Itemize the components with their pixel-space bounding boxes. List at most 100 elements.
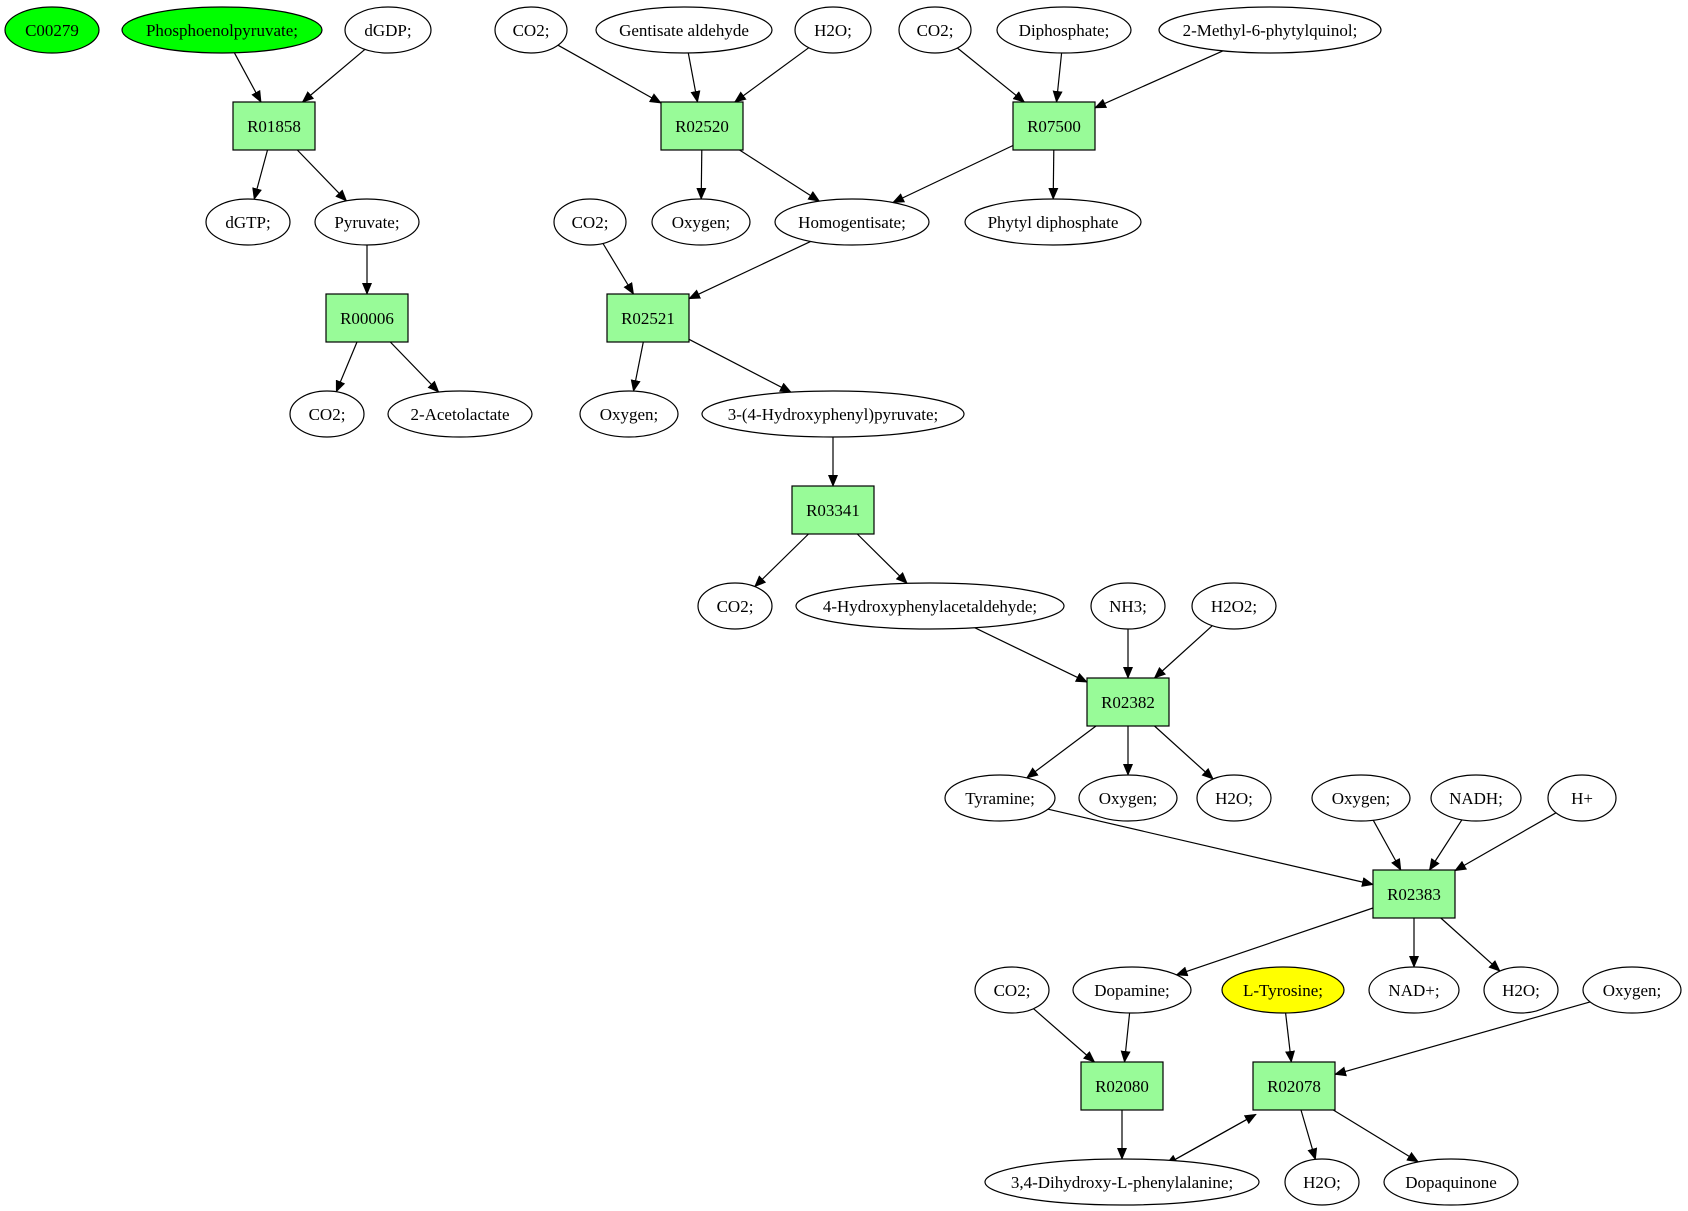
- compound-node-oxygen_c[interactable]: Oxygen;: [1078, 774, 1178, 822]
- node-label: H2O;: [1502, 981, 1540, 1000]
- compound-node-homogentisate[interactable]: Homogentisate;: [774, 198, 930, 246]
- compound-node-tyramine[interactable]: Tyramine;: [944, 774, 1056, 822]
- node-label: H2O;: [1215, 789, 1253, 808]
- compound-node-oxygen_d[interactable]: Oxygen;: [1311, 774, 1411, 822]
- edge-ltyrosine-to-r02078: [1285, 1012, 1295, 1063]
- node-label: CO2;: [309, 405, 346, 424]
- compound-ellipse: [1090, 582, 1166, 630]
- compound-node-acetolactate[interactable]: 2-Acetolactate: [387, 390, 533, 438]
- compound-node-co2_e[interactable]: CO2;: [697, 582, 773, 630]
- reaction-node-r00006[interactable]: R00006: [325, 293, 409, 343]
- node-label: 2-Acetolactate: [410, 405, 509, 424]
- reaction-node-r02382[interactable]: R02382: [1086, 677, 1170, 727]
- compound-ellipse: [1483, 966, 1559, 1014]
- compound-node-h2o_d[interactable]: H2O;: [1284, 1158, 1360, 1206]
- compound-node-co2_f[interactable]: CO2;: [974, 966, 1050, 1014]
- compound-ellipse: [4, 6, 100, 54]
- compound-ellipse: [651, 198, 751, 246]
- compound-ellipse: [898, 6, 972, 54]
- compound-node-dopamine[interactable]: Dopamine;: [1072, 966, 1192, 1014]
- node-label: CO2;: [717, 597, 754, 616]
- reaction-node-r02521[interactable]: R02521: [606, 293, 690, 343]
- node-label: R02080: [1095, 1077, 1149, 1096]
- edge-nadh-to-r02383: [1428, 819, 1463, 871]
- edge-r02382-to-h2o_b: [1154, 725, 1214, 780]
- edge-r00006-to-co2_d: [335, 341, 358, 393]
- compound-node-ltyrosine[interactable]: L-Tyrosine;: [1221, 966, 1345, 1014]
- compound-node-h2o_c[interactable]: H2O;: [1483, 966, 1559, 1014]
- compound-node-co2_b[interactable]: CO2;: [898, 6, 972, 54]
- reaction-node-r02080[interactable]: R02080: [1080, 1061, 1164, 1111]
- compound-node-oxygen_e[interactable]: Oxygen;: [1582, 966, 1682, 1014]
- edge-dopamine-to-r02080: [1120, 1012, 1131, 1063]
- compound-node-hpp[interactable]: 3-(4-Hydroxyphenyl)pyruvate;: [701, 390, 965, 438]
- node-label: R00006: [340, 309, 394, 328]
- compound-node-dgtp[interactable]: dGTP;: [205, 198, 291, 246]
- edge-pep-to-r01858: [233, 52, 262, 103]
- compound-node-h2o2[interactable]: H2O2;: [1191, 582, 1277, 630]
- compound-node-dopaquinone[interactable]: Dopaquinone: [1383, 1158, 1519, 1206]
- edges-layer: [233, 44, 1591, 1166]
- node-label: R02078: [1267, 1077, 1321, 1096]
- compound-node-pep[interactable]: Phosphoenolpyruvate;: [121, 6, 323, 54]
- compound-node-dopa[interactable]: 3,4-Dihydroxy-L-phenylalanine;: [984, 1158, 1260, 1206]
- node-label: Dopaquinone: [1405, 1173, 1497, 1192]
- compound-node-co2_d[interactable]: CO2;: [289, 390, 365, 438]
- compound-node-h2o_b[interactable]: H2O;: [1196, 774, 1272, 822]
- compound-node-dgdp[interactable]: dGDP;: [344, 6, 432, 54]
- compound-node-oxygen_b[interactable]: Oxygen;: [579, 390, 679, 438]
- reaction-box: [1080, 1061, 1164, 1111]
- node-label: CO2;: [572, 213, 609, 232]
- reaction-box: [606, 293, 690, 343]
- compound-node-hplus[interactable]: H+: [1547, 774, 1617, 822]
- compound-node-mpq[interactable]: 2-Methyl-6-phytylquinol;: [1158, 6, 1382, 54]
- edge-homogentisate-to-r02521: [688, 240, 811, 300]
- node-label: dGTP;: [225, 213, 270, 232]
- edge-co2_c-to-r02521: [602, 243, 635, 295]
- compound-ellipse: [1383, 1158, 1519, 1206]
- compound-node-pyruvate[interactable]: Pyruvate;: [314, 198, 420, 246]
- node-label: Oxygen;: [1603, 981, 1662, 1000]
- compound-ellipse: [387, 390, 533, 438]
- reaction-node-r02383[interactable]: R02383: [1372, 869, 1456, 919]
- compound-node-c00279[interactable]: C00279: [4, 6, 100, 54]
- edge-gentisate-to-r02520: [687, 52, 701, 103]
- compound-node-hpaa[interactable]: 4-Hydroxyphenylacetaldehyde;: [795, 582, 1065, 630]
- compound-ellipse: [121, 6, 323, 54]
- compound-ellipse: [1430, 774, 1522, 822]
- edge-r02521-to-oxygen_b: [630, 341, 644, 393]
- compound-node-gentisate[interactable]: Gentisate aldehyde: [595, 6, 773, 54]
- edge-co2_b-to-r07500: [957, 47, 1026, 103]
- reaction-node-r03341[interactable]: R03341: [791, 485, 875, 535]
- compound-node-nh3[interactable]: NH3;: [1090, 582, 1166, 630]
- compound-node-nadh[interactable]: NADH;: [1430, 774, 1522, 822]
- node-label: Tyramine;: [965, 789, 1035, 808]
- compound-ellipse: [1078, 774, 1178, 822]
- reaction-node-r01858[interactable]: R01858: [232, 101, 316, 151]
- reaction-node-r02520[interactable]: R02520: [660, 101, 744, 151]
- compound-ellipse: [1311, 774, 1411, 822]
- reaction-node-r07500[interactable]: R07500: [1012, 101, 1096, 151]
- compound-node-phytyl[interactable]: Phytyl diphosphate: [964, 198, 1142, 246]
- node-label: NH3;: [1109, 597, 1147, 616]
- edge-hplus-to-r02383: [1454, 812, 1557, 872]
- edge-h2o2-to-r02382: [1153, 625, 1213, 679]
- edge-r03341-to-co2_e: [754, 533, 809, 588]
- edge-r00006-to-acetolactate: [389, 341, 440, 393]
- compound-ellipse: [697, 582, 773, 630]
- reaction-node-r02078[interactable]: R02078: [1252, 1061, 1336, 1111]
- edge-co2_a-to-r02520: [557, 44, 662, 104]
- compound-node-nadplus[interactable]: NAD+;: [1368, 966, 1460, 1014]
- compound-node-h2o_a[interactable]: H2O;: [794, 6, 872, 54]
- edge-r07500-to-homogentisate: [892, 144, 1014, 204]
- node-label: R02383: [1387, 885, 1441, 904]
- compound-node-co2_a[interactable]: CO2;: [494, 6, 568, 54]
- compound-node-diphosphate[interactable]: Diphosphate;: [996, 6, 1132, 54]
- compound-node-oxygen_a[interactable]: Oxygen;: [651, 198, 751, 246]
- compound-ellipse: [1547, 774, 1617, 822]
- edge-r02520-to-homogentisate: [739, 149, 821, 202]
- node-label: 4-Hydroxyphenylacetaldehyde;: [823, 597, 1037, 616]
- compound-node-co2_c[interactable]: CO2;: [553, 198, 627, 246]
- edge-r02078-to-dopa: [1165, 1113, 1257, 1166]
- compound-ellipse: [314, 198, 420, 246]
